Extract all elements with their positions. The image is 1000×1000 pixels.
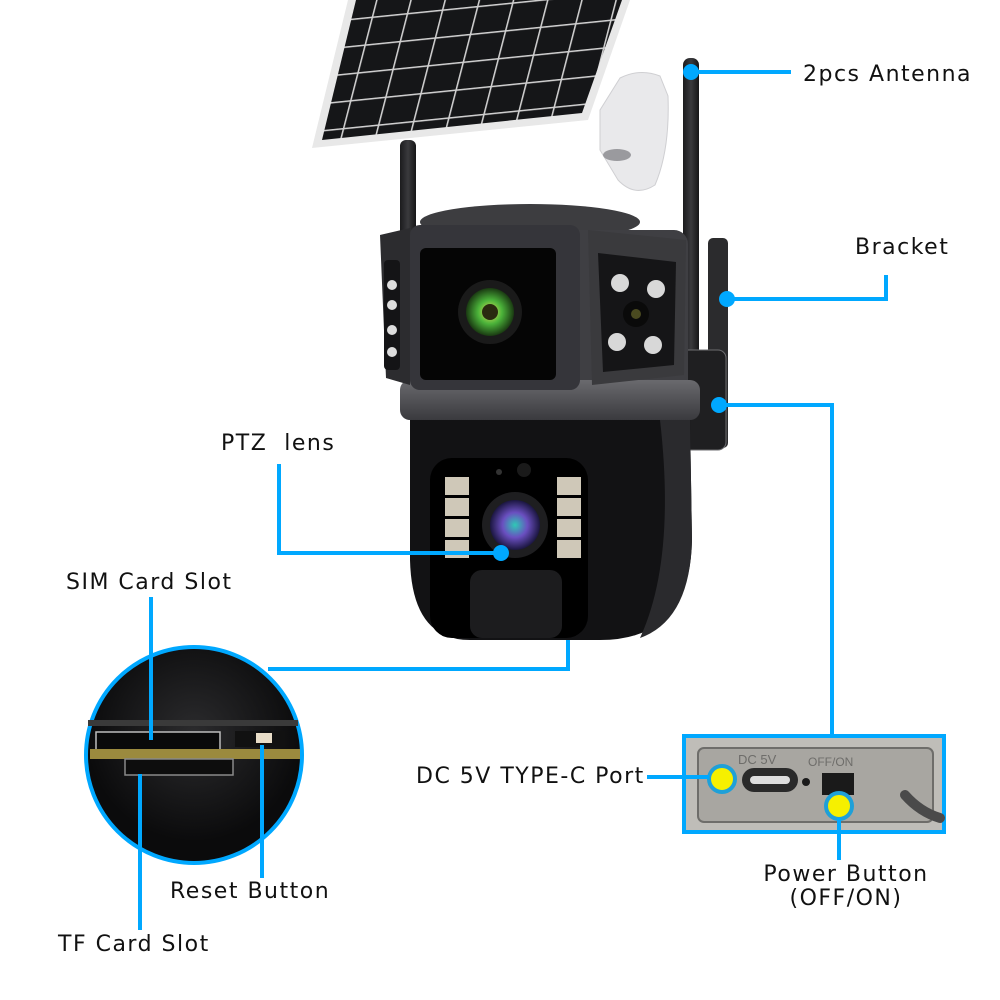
bracket-label: Bracket <box>855 235 950 260</box>
dc-callout-line <box>647 775 709 779</box>
svg-text:DC 5V: DC 5V <box>738 752 777 767</box>
reset-callout-line <box>260 745 264 878</box>
fixed-lens-module <box>410 225 580 390</box>
port-closeup: DC 5V OFF/ON <box>682 734 946 834</box>
power-button-label-line1: Power Button <box>763 862 929 887</box>
tf-card-slot-label: TF Card Slot <box>58 932 210 957</box>
ptz-callout-line-v <box>277 464 281 554</box>
antenna-label: 2pcs Antenna <box>803 62 973 87</box>
port-callout-line-h <box>719 403 833 407</box>
closeup-callout-line-h <box>268 667 570 671</box>
antenna-left <box>400 140 416 250</box>
dc-port-marker <box>707 764 737 794</box>
svg-text:OFF/ON: OFF/ON <box>808 755 853 769</box>
power-callout-line <box>837 818 841 860</box>
sim-callout-line <box>149 597 153 740</box>
bracket-callout-line-h <box>727 297 887 301</box>
dc-port-label: DC 5V TYPE-C Port <box>416 764 645 789</box>
ir-lens-module <box>588 230 686 385</box>
power-button-marker <box>824 791 854 821</box>
reset-button-label: Reset Button <box>170 879 331 904</box>
slot-closeup <box>84 645 304 865</box>
ptz-callout-dot <box>493 545 509 561</box>
power-button-label-line2: (OFF/ON) <box>789 886 903 911</box>
bracket-callout-line-v <box>884 275 888 301</box>
antenna-callout-line <box>691 70 791 74</box>
tf-callout-line <box>138 774 142 930</box>
ptz-dome <box>410 420 692 640</box>
ptz-lens-label: PTZ lens <box>221 431 336 456</box>
side-module <box>380 228 410 385</box>
port-callout-line-v <box>830 403 834 736</box>
sim-card-slot-label: SIM Card Slot <box>66 570 233 595</box>
power-button-label: Power Button (OFF/ON) <box>760 864 932 910</box>
closeup-callout-line-v <box>566 640 570 670</box>
panel-mount <box>599 72 669 191</box>
ptz-callout-line-h <box>277 551 501 555</box>
solar-panel <box>312 0 630 148</box>
